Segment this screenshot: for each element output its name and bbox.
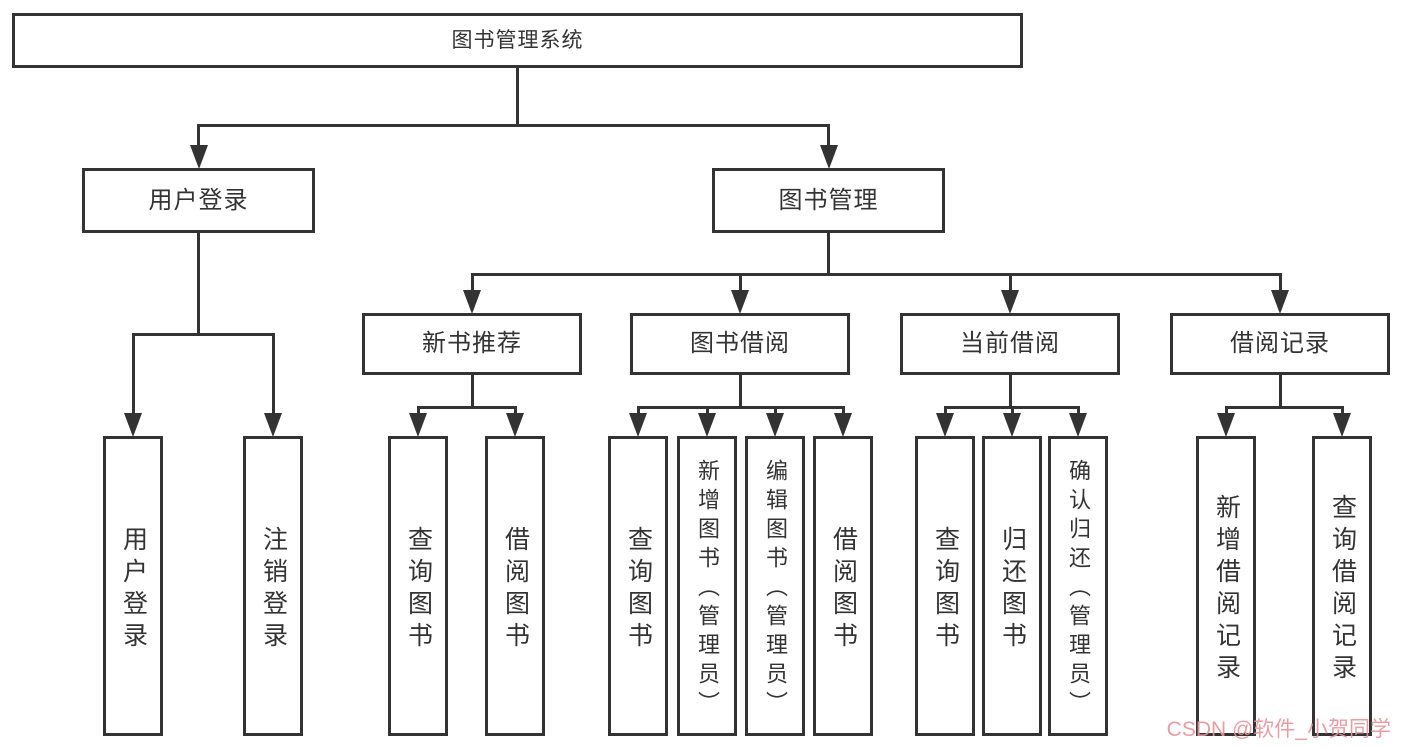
connector-stem-book-borrow	[738, 374, 742, 409]
connector-drop-user-login	[197, 124, 200, 152]
connector-stem-borrow-records	[1278, 374, 1282, 409]
connector-drop-user-login-leaf	[131, 333, 135, 420]
connector-query-book-borrow-down-arrow-icon	[629, 413, 647, 437]
connector-add-book-down-arrow-icon	[698, 413, 716, 437]
connector-return-book-down-arrow-icon	[1003, 413, 1021, 437]
node-root: 图书管理系统	[12, 13, 1023, 68]
node-logout-leaf: 注销登录	[243, 436, 303, 736]
connector-user-login-leaf-down-arrow-icon	[124, 413, 142, 437]
connector-stem-current-borrow	[1008, 374, 1012, 409]
node-borrow-book-rec: 借阅图书	[485, 436, 545, 736]
node-current-borrow: 当前借阅	[900, 313, 1120, 375]
connector-borrow-book-down-arrow-icon	[834, 413, 852, 437]
connector-new-book-rec-down-arrow-icon	[463, 290, 481, 314]
node-confirm-return: 确认归还（管理员）	[1048, 436, 1108, 736]
connector-stem-root	[516, 67, 519, 127]
connector-bus-book-mgmt	[470, 273, 1282, 276]
connector-query-book-current-down-arrow-icon	[936, 413, 954, 437]
connector-drop-current-borrow	[1008, 273, 1012, 297]
node-return-book: 归还图书	[982, 436, 1042, 736]
node-user-login-leaf: 用户登录	[103, 436, 163, 736]
node-add-borrow-record: 新增借阅记录	[1196, 436, 1256, 736]
connector-confirm-return-down-arrow-icon	[1069, 413, 1087, 437]
node-new-book-rec: 新书推荐	[362, 313, 582, 375]
node-book-mgmt: 图书管理	[712, 168, 945, 233]
connector-add-borrow-record-down-arrow-icon	[1217, 413, 1235, 437]
connector-book-borrow-down-arrow-icon	[731, 290, 749, 314]
node-add-book: 新增图书（管理员）	[677, 436, 737, 736]
connector-user-login-down-arrow-icon	[189, 145, 208, 169]
connector-bus-book-borrow	[636, 406, 845, 409]
connector-edit-book-down-arrow-icon	[766, 413, 784, 437]
connector-borrow-book-rec-down-arrow-icon	[506, 413, 524, 437]
connector-stem-book-mgmt	[827, 232, 830, 276]
connector-bus-borrow-records	[1224, 406, 1344, 409]
connector-bus-new-book-rec	[416, 406, 517, 409]
node-query-book-current: 查询图书	[915, 436, 975, 736]
connector-stem-user-login	[197, 232, 200, 336]
connector-current-borrow-down-arrow-icon	[1001, 290, 1019, 314]
node-book-borrow: 图书借阅	[630, 313, 850, 375]
connector-book-mgmt-down-arrow-icon	[819, 145, 838, 169]
node-borrow-book: 借阅图书	[813, 436, 873, 736]
node-query-book-borrow: 查询图书	[608, 436, 668, 736]
connector-bus-user-login	[131, 333, 275, 336]
node-query-book-rec: 查询图书	[388, 436, 448, 736]
node-query-borrow-record: 查询借阅记录	[1312, 436, 1372, 736]
node-borrow-records: 借阅记录	[1170, 313, 1390, 375]
connector-bus-root	[197, 124, 830, 127]
watermark: CSDN @软件_小贺同学	[1166, 718, 1391, 741]
node-edit-book: 编辑图书（管理员）	[745, 436, 805, 736]
connector-drop-new-book-rec	[470, 273, 474, 297]
connector-borrow-records-down-arrow-icon	[1271, 290, 1289, 314]
connector-stem-new-book-rec	[470, 374, 474, 409]
node-user-login: 用户登录	[82, 168, 315, 233]
connector-drop-borrow-records	[1278, 273, 1282, 297]
connector-drop-book-borrow	[738, 273, 742, 297]
connector-drop-logout-leaf	[271, 333, 275, 420]
connector-query-book-rec-down-arrow-icon	[409, 413, 427, 437]
connector-query-borrow-record-down-arrow-icon	[1333, 413, 1351, 437]
connector-logout-leaf-down-arrow-icon	[264, 413, 282, 437]
connector-drop-book-mgmt	[827, 124, 830, 152]
